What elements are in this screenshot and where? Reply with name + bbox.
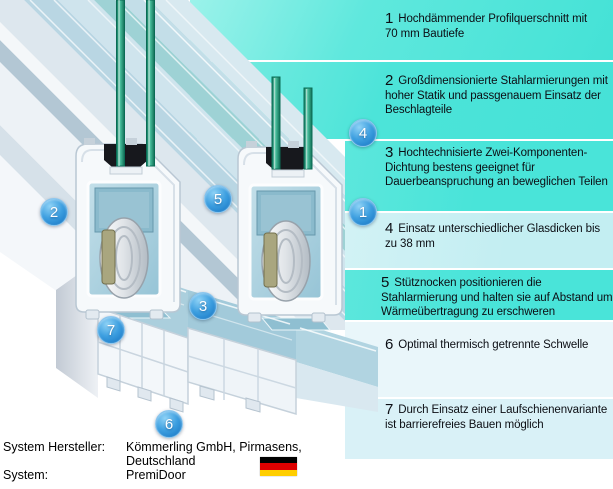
feature-number-2: 2 [385,72,394,89]
feature-number-6: 6 [385,336,394,353]
callout-badge-6: 6 [155,410,183,438]
feature-number-1: 1 [385,10,394,27]
callout-badge-5: 5 [204,185,232,213]
feature-number-3: 3 [385,144,394,161]
callout-badge-3: 3 [189,292,217,320]
manufacturer-label: System Hersteller: [3,440,106,454]
system-info: System Hersteller: Kömmerling GmbH, Pirm… [0,436,613,489]
callout-badge-4: 4 [349,119,377,147]
feature-number-7: 7 [385,401,394,418]
callout-badge-7: 7 [97,316,125,344]
glass-panes [116,0,313,170]
callout-badge-1: 1 [349,198,377,226]
system-label: System: [3,468,49,482]
feature-number-4: 4 [385,220,394,237]
germany-flag-icon [260,457,297,476]
manufacturer-value-line2: Deutschland [126,454,196,468]
feature-number-5: 5 [381,274,390,291]
profile-cross-section-illustration [0,0,378,416]
callout-badge-2: 2 [40,198,68,226]
manufacturer-value: Kömmerling GmbH, Pirmasens, [126,440,302,454]
system-value: PremiDoor [126,468,186,482]
